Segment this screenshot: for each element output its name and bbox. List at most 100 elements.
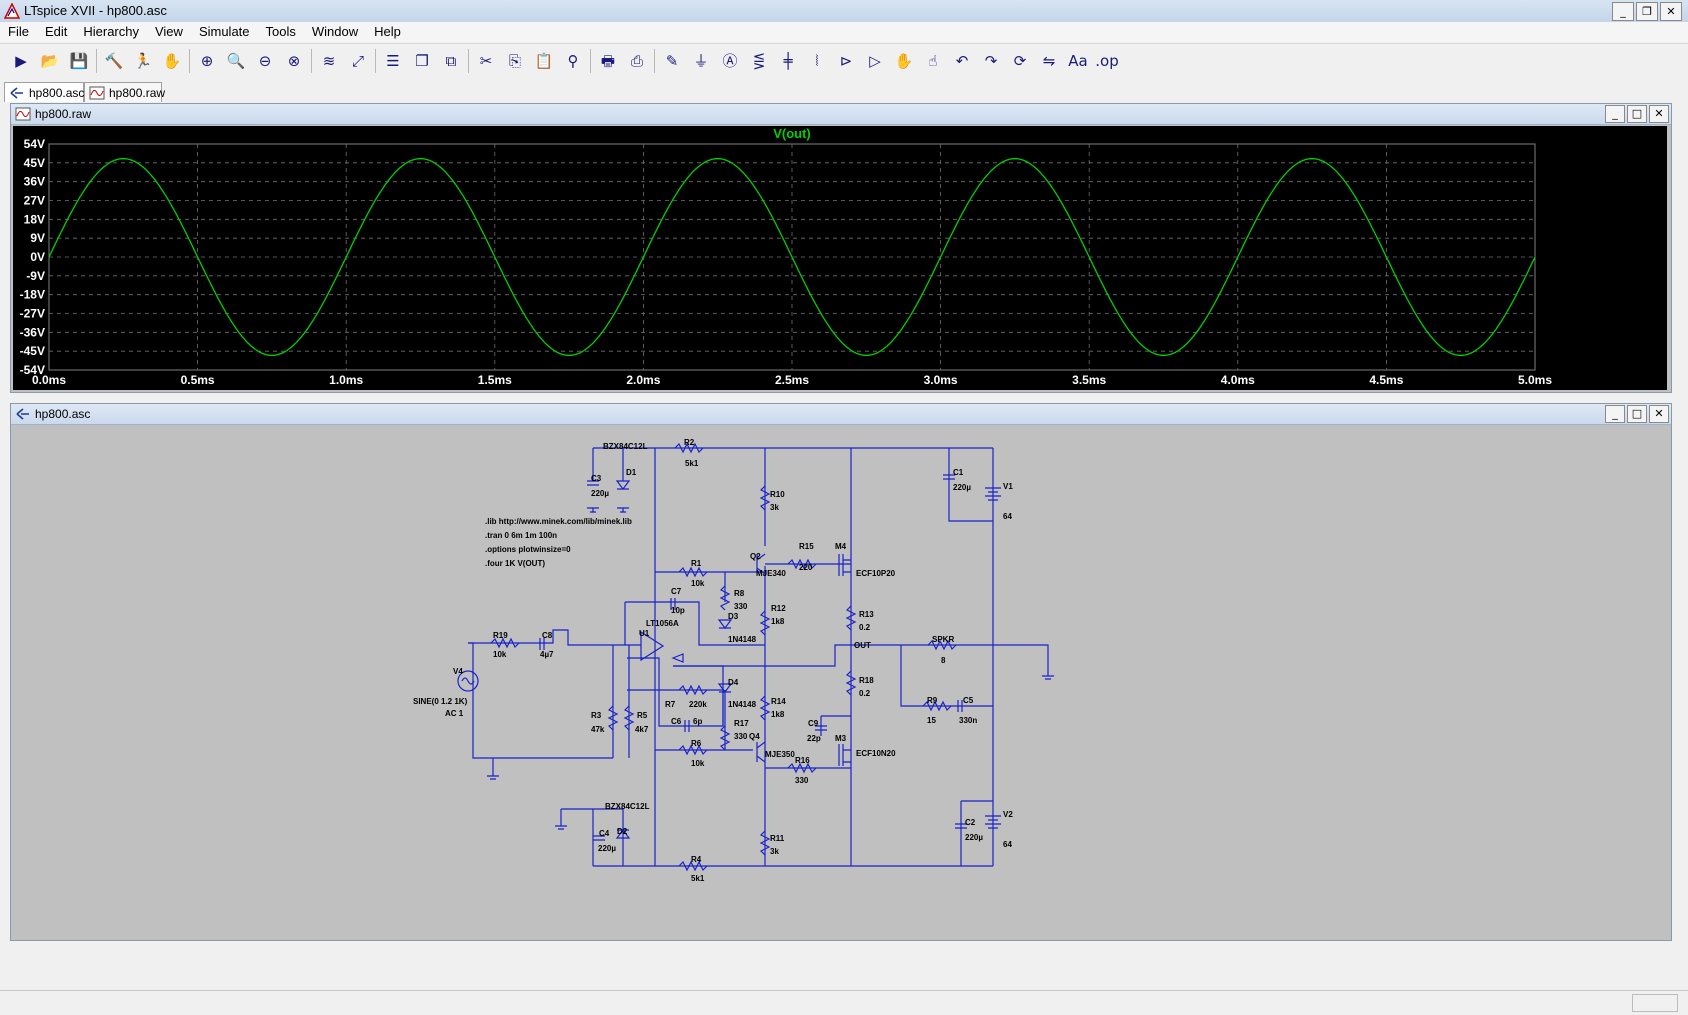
tab-hp800-raw[interactable]: hp800.raw [84,82,165,102]
pan-button[interactable]: ✋ [159,48,185,74]
component-label[interactable]: LT1056A [646,619,679,628]
component-label[interactable]: 8 [941,656,946,665]
component-label[interactable]: ECF10P20 [856,569,896,578]
menu-file[interactable]: File [8,24,29,39]
component-label[interactable]: MJE350 [765,750,795,759]
component-label[interactable]: R15 [799,542,814,551]
component-label[interactable]: BZX84C12L [603,442,648,451]
component-label[interactable]: 220µ [591,489,609,498]
component-label[interactable]: V4 [453,667,463,676]
component-label[interactable]: 10k [691,579,705,588]
component-label[interactable]: D2 [617,827,628,836]
autorange-button[interactable]: ≋ [316,48,342,74]
wave-maximize-button[interactable]: □ [1627,105,1647,123]
component-label[interactable]: BZX84C12L [605,802,650,811]
spice-directive-button[interactable]: .op [1094,48,1120,74]
component-label[interactable]: V2 [1003,810,1013,819]
trace-label[interactable]: V(out) [773,126,811,141]
close-button[interactable]: ✕ [1660,2,1682,21]
component-label[interactable]: 10k [493,650,507,659]
component-label[interactable]: 5k1 [685,459,699,468]
component-label[interactable]: 1k8 [771,710,785,719]
undo-button[interactable]: ↶ [949,48,975,74]
minimize-button[interactable]: _ [1612,2,1634,21]
directive-options[interactable]: .options plotwinsize=0 [485,545,571,554]
control-panel-button[interactable]: 🔨 [101,48,127,74]
component-label[interactable]: C8 [542,631,553,640]
component-button[interactable]: ▷ [862,48,888,74]
zoom-out-button[interactable]: ⊖ [252,48,278,74]
component-label[interactable]: R10 [770,490,785,499]
component-label[interactable]: 6p [693,717,702,726]
component-label[interactable]: 3k [770,503,779,512]
wave-minimize-button[interactable]: _ [1605,105,1625,123]
component-label[interactable]: 220 [799,563,813,572]
component-label[interactable]: 10p [671,606,685,615]
cascade-button[interactable]: ❐ [409,48,435,74]
component-label[interactable]: R14 [771,697,786,706]
redo-button[interactable]: ↷ [978,48,1004,74]
component-label[interactable]: 4k7 [635,725,649,734]
wave-close-button[interactable]: ✕ [1649,105,1669,123]
component-label[interactable]: 64 [1003,512,1012,521]
wire-button[interactable]: ✎ [659,48,685,74]
component-label[interactable]: D4 [728,678,739,687]
waveform-plot[interactable]: 54V45V36V27V18V9V0V-9V-18V-27V-36V-45V-5… [13,126,1667,390]
component-label[interactable]: 220µ [965,833,983,842]
component-label[interactable]: C2 [965,818,976,827]
component-label[interactable]: R4 [691,855,702,864]
menu-edit[interactable]: Edit [44,24,68,39]
run-button[interactable]: ▶ [8,48,34,74]
component-label[interactable]: 47k [591,725,605,734]
directive-lib[interactable]: .lib http://www.minek.com/lib/minek.lib [485,517,632,526]
capacitor-button[interactable]: ╪ [775,48,801,74]
component-label[interactable]: 330 [795,776,809,785]
component-label[interactable]: V1 [1003,482,1013,491]
component-label[interactable]: 330n [959,716,977,725]
component-label[interactable]: R3 [591,711,602,720]
tile-vertical-button[interactable]: ⧉ [438,48,464,74]
component-label[interactable]: SINE(0 1.2 1K) [413,697,468,706]
component-label[interactable]: R16 [795,756,810,765]
zoom-cancel-button[interactable]: ⊗ [281,48,307,74]
component-label[interactable]: R12 [771,604,786,613]
component-label[interactable]: R6 [691,739,702,748]
component-label[interactable]: C6 [671,717,682,726]
menu-tools[interactable]: Tools [265,24,296,39]
component-label[interactable]: R5 [637,711,648,720]
menu-hierarchy[interactable]: Hierarchy [83,24,139,39]
component-label[interactable]: M3 [835,734,847,743]
move-button[interactable]: ✋ [891,48,917,74]
resistor-button[interactable]: ⋚ [746,48,772,74]
component-label[interactable]: R17 [734,719,749,728]
component-label[interactable]: 5k1 [691,874,705,883]
trace-v-out[interactable] [48,157,1536,357]
component-label[interactable]: D3 [728,612,739,621]
save-button[interactable]: 💾 [66,48,92,74]
component-label[interactable]: C9 [808,719,819,728]
component-label[interactable]: C5 [963,696,974,705]
component-label[interactable]: C7 [671,587,682,596]
component-label[interactable]: 10k [691,759,705,768]
component-label[interactable]: 220k [689,700,707,709]
component-label[interactable]: 1N4148 [728,700,757,709]
component-label[interactable]: 330 [734,732,748,741]
cut-button[interactable]: ✂ [473,48,499,74]
directive-four[interactable]: .four 1K V(OUT) [485,559,545,568]
component-label[interactable]: R13 [859,610,874,619]
component-label[interactable]: 220µ [598,844,616,853]
menu-simulate[interactable]: Simulate [198,24,250,39]
component-label[interactable]: 220µ [953,483,971,492]
component-label[interactable]: 1k8 [771,617,785,626]
open-button[interactable]: 📂 [37,48,63,74]
component-label[interactable]: U1 [639,629,650,638]
ground-button[interactable]: ⏚ [688,48,714,74]
component-label[interactable]: R8 [734,589,745,598]
component-label[interactable]: C4 [599,829,610,838]
component-label[interactable]: C1 [953,468,964,477]
diode-button[interactable]: ⊳ [833,48,859,74]
menu-window[interactable]: Window [311,24,359,39]
mirror-button[interactable]: ⇋ [1036,48,1062,74]
